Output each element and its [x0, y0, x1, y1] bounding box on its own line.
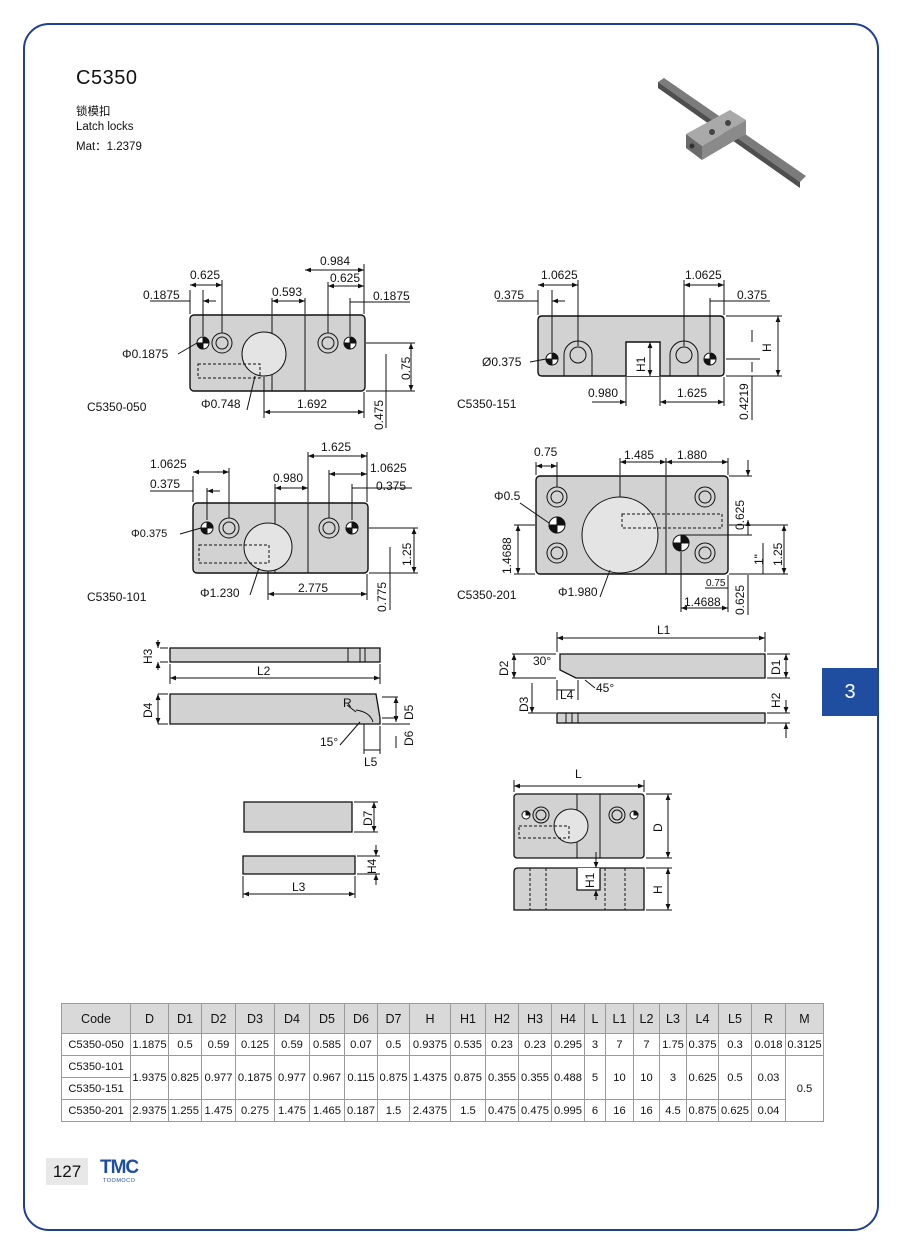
svg-text:H2: H2 — [769, 692, 783, 708]
svg-text:0.625: 0.625 — [330, 271, 360, 285]
svg-text:1.0625: 1.0625 — [541, 268, 578, 282]
label-c5350-151: C5350-151 — [457, 397, 517, 411]
tmc-logo: TMC — [100, 1157, 139, 1178]
svg-text:45°: 45° — [596, 681, 614, 695]
svg-text:L5: L5 — [364, 755, 378, 769]
svg-text:1.0625: 1.0625 — [370, 461, 407, 475]
svg-text:L1: L1 — [657, 623, 671, 637]
svg-text:1.25: 1.25 — [400, 542, 414, 566]
svg-text:1.625: 1.625 — [321, 440, 351, 454]
svg-text:Ø0.375: Ø0.375 — [482, 355, 522, 369]
svg-text:Φ0.5: Φ0.5 — [494, 489, 521, 503]
svg-text:1.692: 1.692 — [297, 397, 327, 411]
svg-text:R: R — [343, 696, 352, 710]
svg-text:0.75: 0.75 — [399, 356, 413, 380]
svg-text:L: L — [575, 767, 582, 781]
svg-text:D: D — [651, 823, 665, 832]
svg-text:0.475: 0.475 — [372, 400, 386, 430]
drawing-side-left — [155, 640, 410, 754]
drawing-labels: C5350-050 0.625 0.1875 0.593 0.984 0.625… — [87, 254, 785, 894]
svg-text:1.625: 1.625 — [677, 386, 707, 400]
svg-text:Φ1.980: Φ1.980 — [558, 585, 598, 599]
svg-text:0.1875: 0.1875 — [143, 288, 180, 302]
svg-text:D7: D7 — [361, 810, 375, 826]
svg-text:0.375: 0.375 — [737, 288, 767, 302]
drawing-c5350-201 — [514, 458, 788, 615]
svg-text:H: H — [760, 343, 774, 352]
svg-text:H1: H1 — [583, 872, 597, 888]
product-name-cn: 锁模扣 — [76, 106, 111, 118]
svg-text:0.375: 0.375 — [150, 477, 180, 491]
svg-text:D2: D2 — [497, 660, 511, 676]
svg-text:1.0625: 1.0625 — [685, 268, 722, 282]
product-photo — [658, 78, 806, 188]
svg-text:0.75: 0.75 — [534, 445, 558, 459]
svg-text:D1: D1 — [769, 659, 783, 675]
label-c5350-201: C5350-201 — [457, 588, 517, 602]
svg-text:0.625: 0.625 — [733, 585, 747, 615]
svg-text:L4: L4 — [560, 688, 574, 702]
svg-text:0.980: 0.980 — [588, 386, 618, 400]
svg-text:D3: D3 — [517, 696, 531, 712]
svg-text:1.4688: 1.4688 — [500, 537, 514, 574]
svg-text:Φ0.748: Φ0.748 — [201, 397, 241, 411]
svg-text:D5: D5 — [402, 704, 416, 720]
drawing-c5350-151 — [497, 280, 782, 420]
svg-text:0.1875: 0.1875 — [373, 289, 410, 303]
svg-text:0.75: 0.75 — [706, 578, 726, 589]
svg-text:D6: D6 — [402, 730, 416, 746]
svg-text:1.25: 1.25 — [771, 542, 785, 566]
svg-text:0.625: 0.625 — [190, 268, 220, 282]
svg-text:H3: H3 — [141, 648, 155, 664]
svg-text:1.880: 1.880 — [677, 448, 707, 462]
product-material: Mat：1.2379 — [76, 141, 142, 153]
label-c5350-050: C5350-050 — [87, 400, 147, 414]
drawing-c5350-101 — [150, 452, 418, 610]
drawing-assembly — [513, 780, 672, 911]
drawing-c5350-050 — [150, 264, 415, 428]
drawing-plates — [242, 801, 380, 898]
page-frame — [23, 23, 879, 1231]
svg-text:0.980: 0.980 — [273, 471, 303, 485]
svg-text:0.775: 0.775 — [375, 582, 389, 612]
label-c5350-101: C5350-101 — [87, 590, 147, 604]
table-header-row: Code D D1 D2 D3 D4 D5 D6 D7 H H1 H2 H3 H… — [61, 1003, 824, 1034]
svg-text:Φ0.1875: Φ0.1875 — [122, 347, 169, 361]
page-number: 127 — [46, 1158, 88, 1185]
product-name-en: Latch locks — [76, 121, 134, 133]
svg-text:1.485: 1.485 — [624, 448, 654, 462]
svg-text:1.0625: 1.0625 — [150, 457, 187, 471]
drawing-side-right — [511, 632, 790, 738]
svg-text:Φ0.375: Φ0.375 — [131, 528, 167, 540]
svg-text:H: H — [651, 885, 665, 894]
svg-text:L2: L2 — [257, 664, 271, 678]
svg-text:0.984: 0.984 — [320, 254, 350, 268]
svg-text:30°: 30° — [533, 654, 551, 668]
svg-text:0.375: 0.375 — [376, 479, 406, 493]
svg-text:H1: H1 — [634, 356, 648, 372]
svg-text:2.775: 2.775 — [298, 581, 328, 595]
svg-text:0.4219: 0.4219 — [737, 383, 751, 420]
svg-text:1": 1" — [752, 554, 766, 565]
svg-text:0.375: 0.375 — [494, 288, 524, 302]
svg-text:L3: L3 — [292, 880, 306, 894]
svg-text:H4: H4 — [365, 858, 379, 874]
technical-drawings: C5350-050 0.625 0.1875 0.593 0.984 0.625… — [87, 254, 790, 911]
spec-table: Code D D1 D2 D3 D4 D5 D6 D7 H H1 H2 H3 H… — [61, 1003, 824, 1122]
table-row: C5350-151 — [61, 1077, 824, 1100]
chapter-tab[interactable]: 3 — [822, 668, 878, 716]
svg-text:0.593: 0.593 — [272, 285, 302, 299]
svg-text:0.625: 0.625 — [733, 500, 747, 530]
svg-text:15°: 15° — [320, 735, 338, 749]
svg-text:Φ1.230: Φ1.230 — [200, 586, 240, 600]
svg-text:D4: D4 — [141, 702, 155, 718]
svg-text:1.4688: 1.4688 — [684, 595, 721, 609]
tmc-logo-sub: TOOMOCO — [103, 1178, 136, 1184]
product-code: C5350 — [76, 67, 138, 89]
